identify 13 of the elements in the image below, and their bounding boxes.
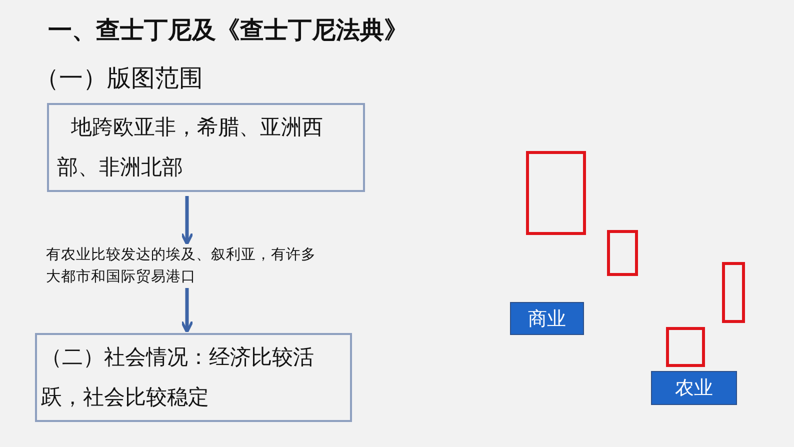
label-box: 农业 bbox=[651, 371, 737, 405]
label-box: 商业 bbox=[510, 302, 584, 335]
outline-box bbox=[722, 262, 745, 323]
text-box: （二）社会情况：经济比较活跃，社会比较稳定 bbox=[35, 333, 352, 422]
text-box: 地跨欧亚非，希腊、亚洲西部、非洲北部 bbox=[47, 103, 365, 192]
outline-box bbox=[607, 230, 638, 276]
outline-box bbox=[526, 151, 586, 235]
title: 一、查士丁尼及《查士丁尼法典》 bbox=[48, 15, 408, 46]
outline-box bbox=[666, 327, 705, 367]
section-heading: （一）版图范围 bbox=[35, 63, 203, 94]
arrow bbox=[180, 196, 194, 246]
note-text: 有农业比较发达的埃及、叙利亚，有许多大都市和国际贸易港口 bbox=[46, 244, 318, 288]
arrow bbox=[180, 288, 194, 334]
